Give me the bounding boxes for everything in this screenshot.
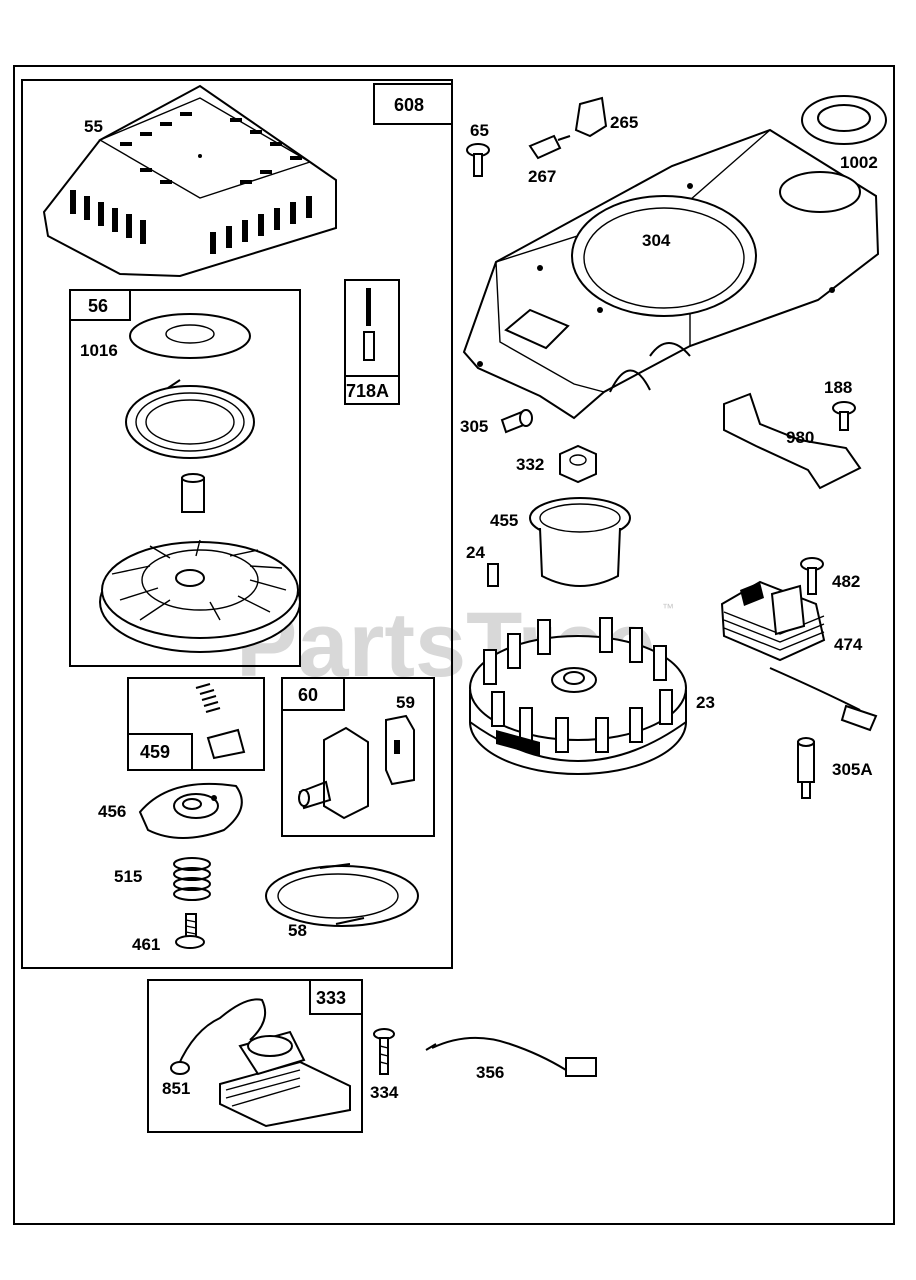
washer-illustration — [129, 313, 251, 359]
part-label-55: 55 — [84, 117, 103, 136]
part-label-851: 851 — [162, 1079, 190, 1098]
flywheel-key-illustration — [487, 563, 499, 587]
box-label-frame-56 — [69, 289, 131, 321]
box-label-frame-718a — [344, 375, 400, 405]
box-label-frame-60 — [281, 677, 345, 711]
handle-illustration — [298, 714, 415, 820]
compression-spring-illustration — [173, 857, 211, 901]
box-label-frame-459 — [127, 733, 193, 771]
group-box-60 — [281, 677, 435, 837]
box-label-459: 459 — [140, 742, 170, 762]
part-label-265: 265 — [610, 113, 638, 132]
bracket-980-illustration — [723, 392, 862, 490]
screw-305-illustration — [500, 409, 533, 434]
ignition-armature-illustration — [170, 998, 351, 1128]
pulley-illustration — [99, 539, 301, 653]
box-label-718a: 718A — [346, 381, 389, 401]
part-label-58: 58 — [288, 921, 307, 940]
screw-461-illustration — [175, 913, 205, 949]
recoil-spring-illustration — [125, 379, 255, 459]
group-box-459 — [127, 677, 265, 771]
part-label-980: 980 — [786, 428, 814, 447]
part-label-456: 456 — [98, 802, 126, 821]
screw-482-illustration — [800, 557, 824, 595]
grommet-illustration — [801, 95, 887, 145]
part-label-65: 65 — [470, 121, 489, 140]
watermark-trademark: ™ — [662, 601, 674, 615]
screw-188-illustration — [832, 401, 856, 431]
part-label-188: 188 — [824, 378, 852, 397]
standoff-305a-illustration — [797, 737, 815, 799]
screw-267-illustration — [528, 134, 571, 160]
starter-rope-illustration — [265, 863, 419, 927]
armature-474-illustration — [720, 580, 878, 732]
part-label-304: 304 — [642, 231, 671, 250]
part-label-1002: 1002 — [840, 153, 878, 172]
spacer-illustration — [181, 473, 205, 513]
screw-65-illustration — [466, 143, 490, 177]
box-label-60: 60 — [298, 685, 318, 705]
starter-cup-illustration — [529, 497, 631, 587]
group-box-333 — [147, 979, 363, 1133]
nut-illustration — [559, 444, 597, 484]
part-label-461: 461 — [132, 935, 160, 954]
part-label-267: 267 — [528, 167, 556, 186]
part-label-305: 305 — [460, 417, 488, 436]
part-label-455: 455 — [490, 511, 518, 530]
box-label-333: 333 — [316, 988, 346, 1008]
flywheel-illustration — [469, 617, 687, 775]
part-label-356: 356 — [476, 1063, 504, 1082]
ratchet-illustration — [138, 782, 243, 839]
box-label-608: 608 — [394, 95, 424, 115]
screw-334-illustration — [373, 1028, 395, 1075]
part-label-305a: 305A — [832, 760, 873, 779]
part-label-59: 59 — [396, 693, 415, 712]
outer-frame — [13, 65, 895, 1225]
part-label-482: 482 — [832, 572, 860, 591]
clip-265-illustration — [574, 96, 608, 138]
box-label-frame-608 — [373, 83, 453, 125]
pin-illustration — [363, 288, 375, 361]
pawl-spring-illustration — [195, 683, 246, 760]
ground-wire-illustration — [425, 1036, 597, 1077]
part-label-1016: 1016 — [80, 341, 118, 360]
part-label-23: 23 — [696, 693, 715, 712]
box-label-56: 56 — [88, 296, 108, 316]
part-label-474: 474 — [834, 635, 863, 654]
part-label-24: 24 — [466, 543, 485, 562]
starter-housing-illustration — [42, 84, 337, 278]
box-label-frame-333 — [309, 979, 363, 1015]
group-box-56 — [69, 289, 301, 667]
blower-housing-illustration — [462, 128, 880, 420]
part-label-334: 334 — [370, 1083, 399, 1102]
group-box-608 — [21, 79, 453, 969]
part-label-332: 332 — [516, 455, 544, 474]
part-label-515: 515 — [114, 867, 142, 886]
